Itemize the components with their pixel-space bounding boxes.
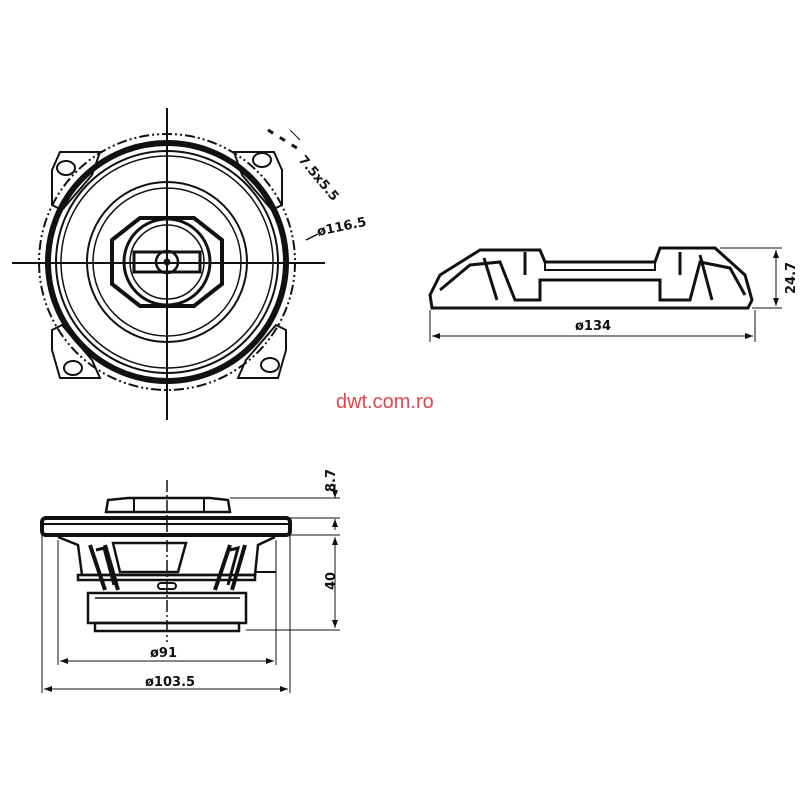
height-label: 24.7 xyxy=(784,262,799,294)
side-view xyxy=(40,480,340,693)
width-label: ø134 xyxy=(575,319,611,334)
cutout-diameter-label: ø116.5 xyxy=(316,215,368,240)
watermark: dwt.com.ro xyxy=(336,391,434,413)
cap-height-label: 8.7 xyxy=(324,469,339,492)
tweeter-cap xyxy=(104,496,232,514)
hole-size-label: 7.5x5.5 xyxy=(295,153,341,204)
mounting-ears xyxy=(51,151,287,379)
basket-diameter-label: ø91 xyxy=(150,646,177,661)
flange xyxy=(40,516,292,537)
front-view xyxy=(12,108,325,420)
tweeter-bridge xyxy=(110,216,224,308)
flange-diameter-label: ø103.5 xyxy=(145,675,195,690)
depth-label: 40 xyxy=(324,572,339,590)
top-side-view xyxy=(428,246,782,342)
